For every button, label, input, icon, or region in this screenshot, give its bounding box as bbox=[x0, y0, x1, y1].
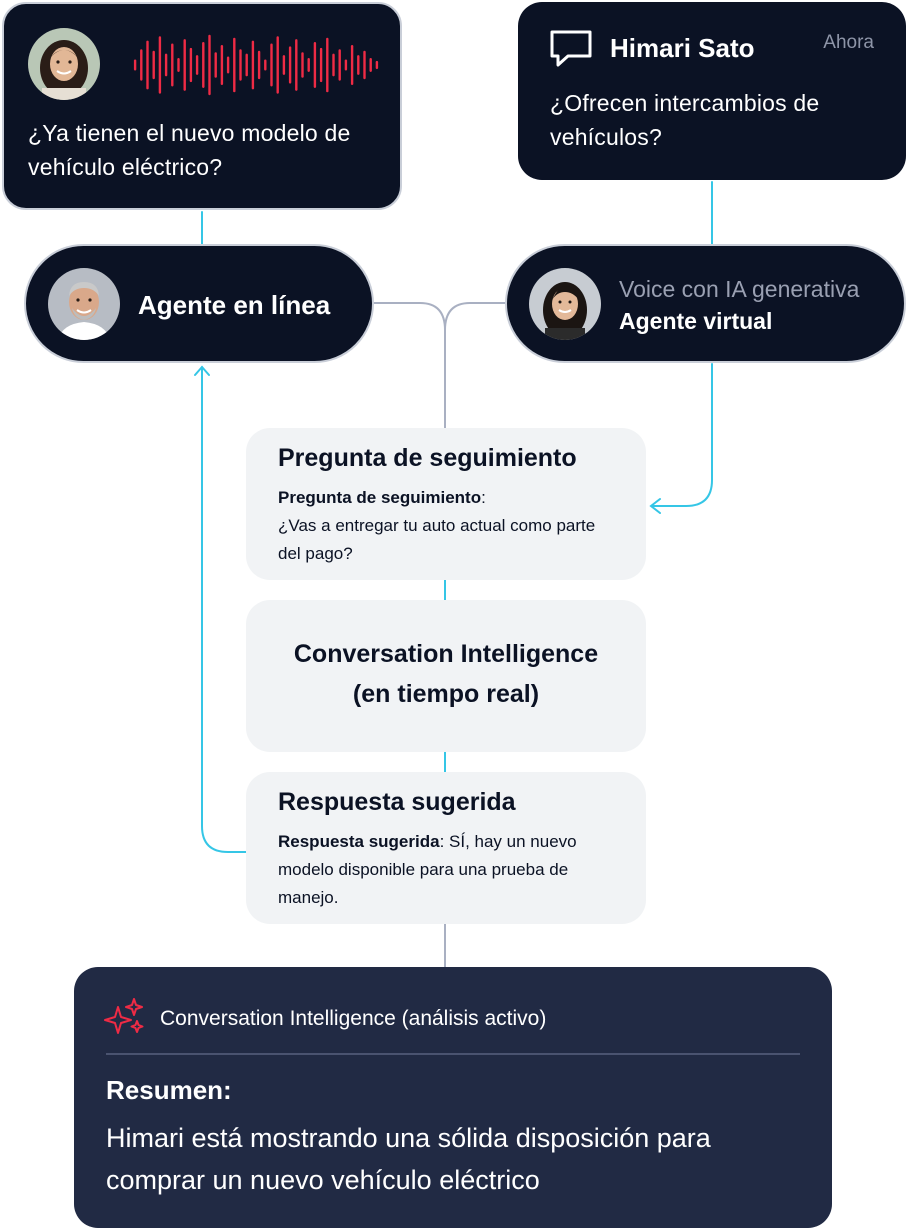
summary-divider bbox=[106, 1053, 800, 1055]
live-agent-pill: Agente en línea bbox=[24, 244, 374, 363]
suggested-body: Respuesta sugerida: SÍ, hay un nuevo mod… bbox=[278, 828, 614, 912]
virtual-agent-pill: Voice con IA generativa Agente virtual bbox=[505, 244, 906, 363]
summary-label: Resumen: bbox=[106, 1075, 232, 1105]
connector-suggested-to-agent bbox=[201, 366, 247, 853]
chat-timestamp: Ahora bbox=[823, 32, 874, 53]
virtual-agent-subtitle: Voice con IA generativa bbox=[619, 276, 860, 302]
customer-avatar bbox=[28, 28, 100, 100]
follow-up-body: Pregunta de seguimiento: ¿Vas a entregar… bbox=[278, 484, 618, 568]
follow-up-body-label: Pregunta de seguimiento bbox=[278, 488, 482, 507]
suggested-response-card: Respuesta sugerida Respuesta sugerida: S… bbox=[246, 772, 646, 924]
suggested-title: Respuesta sugerida bbox=[278, 788, 516, 816]
chat-message-text: ¿Ofrecen intercambios de vehículos? bbox=[550, 90, 820, 150]
live-agent-label: Agente en línea bbox=[138, 290, 331, 320]
ci-realtime-line1: Conversation Intelligence bbox=[293, 640, 599, 668]
summary-panel: Conversation Intelligence (análisis acti… bbox=[74, 967, 832, 1228]
ci-realtime-card: Conversation Intelligence (en tiempo rea… bbox=[246, 600, 646, 752]
live-agent-avatar bbox=[48, 268, 120, 340]
follow-up-body-text: ¿Vas a entregar tu auto actual como part… bbox=[278, 516, 596, 563]
summary-text: Himari está mostrando una sólida disposi… bbox=[106, 1123, 711, 1195]
virtual-agent-avatar bbox=[529, 268, 601, 340]
suggested-body-colon: : bbox=[439, 832, 450, 851]
follow-up-body-colon: : bbox=[481, 488, 486, 507]
sparkle-icon bbox=[104, 998, 144, 1034]
virtual-agent-label: Agente virtual bbox=[619, 308, 773, 334]
follow-up-title: Pregunta de seguimiento bbox=[278, 444, 577, 472]
summary-panel-header: Conversation Intelligence (análisis acti… bbox=[160, 1007, 547, 1030]
chat-message-card: Himari Sato Ahora ¿Ofrecen intercambios … bbox=[518, 2, 906, 180]
follow-up-card: Pregunta de seguimiento Pregunta de segu… bbox=[246, 428, 646, 580]
connector-agents-merge bbox=[373, 302, 446, 429]
audio-waveform bbox=[133, 34, 379, 96]
suggested-body-label: Respuesta sugerida bbox=[278, 832, 440, 851]
customer-question-text: ¿Ya tienen el nuevo modelo de vehículo e… bbox=[28, 120, 351, 180]
chat-sender-name: Himari Sato bbox=[610, 33, 755, 63]
connector-virtual-to-followup bbox=[651, 363, 713, 507]
chat-bubble-icon bbox=[550, 30, 592, 67]
suggested-body-text: SÍ, hay un nuevo modelo disponible para … bbox=[278, 832, 577, 907]
customer-question-card: ¿Ya tienen el nuevo modelo de vehículo e… bbox=[2, 2, 402, 210]
ci-realtime-line2: (en tiempo real) bbox=[352, 680, 540, 708]
